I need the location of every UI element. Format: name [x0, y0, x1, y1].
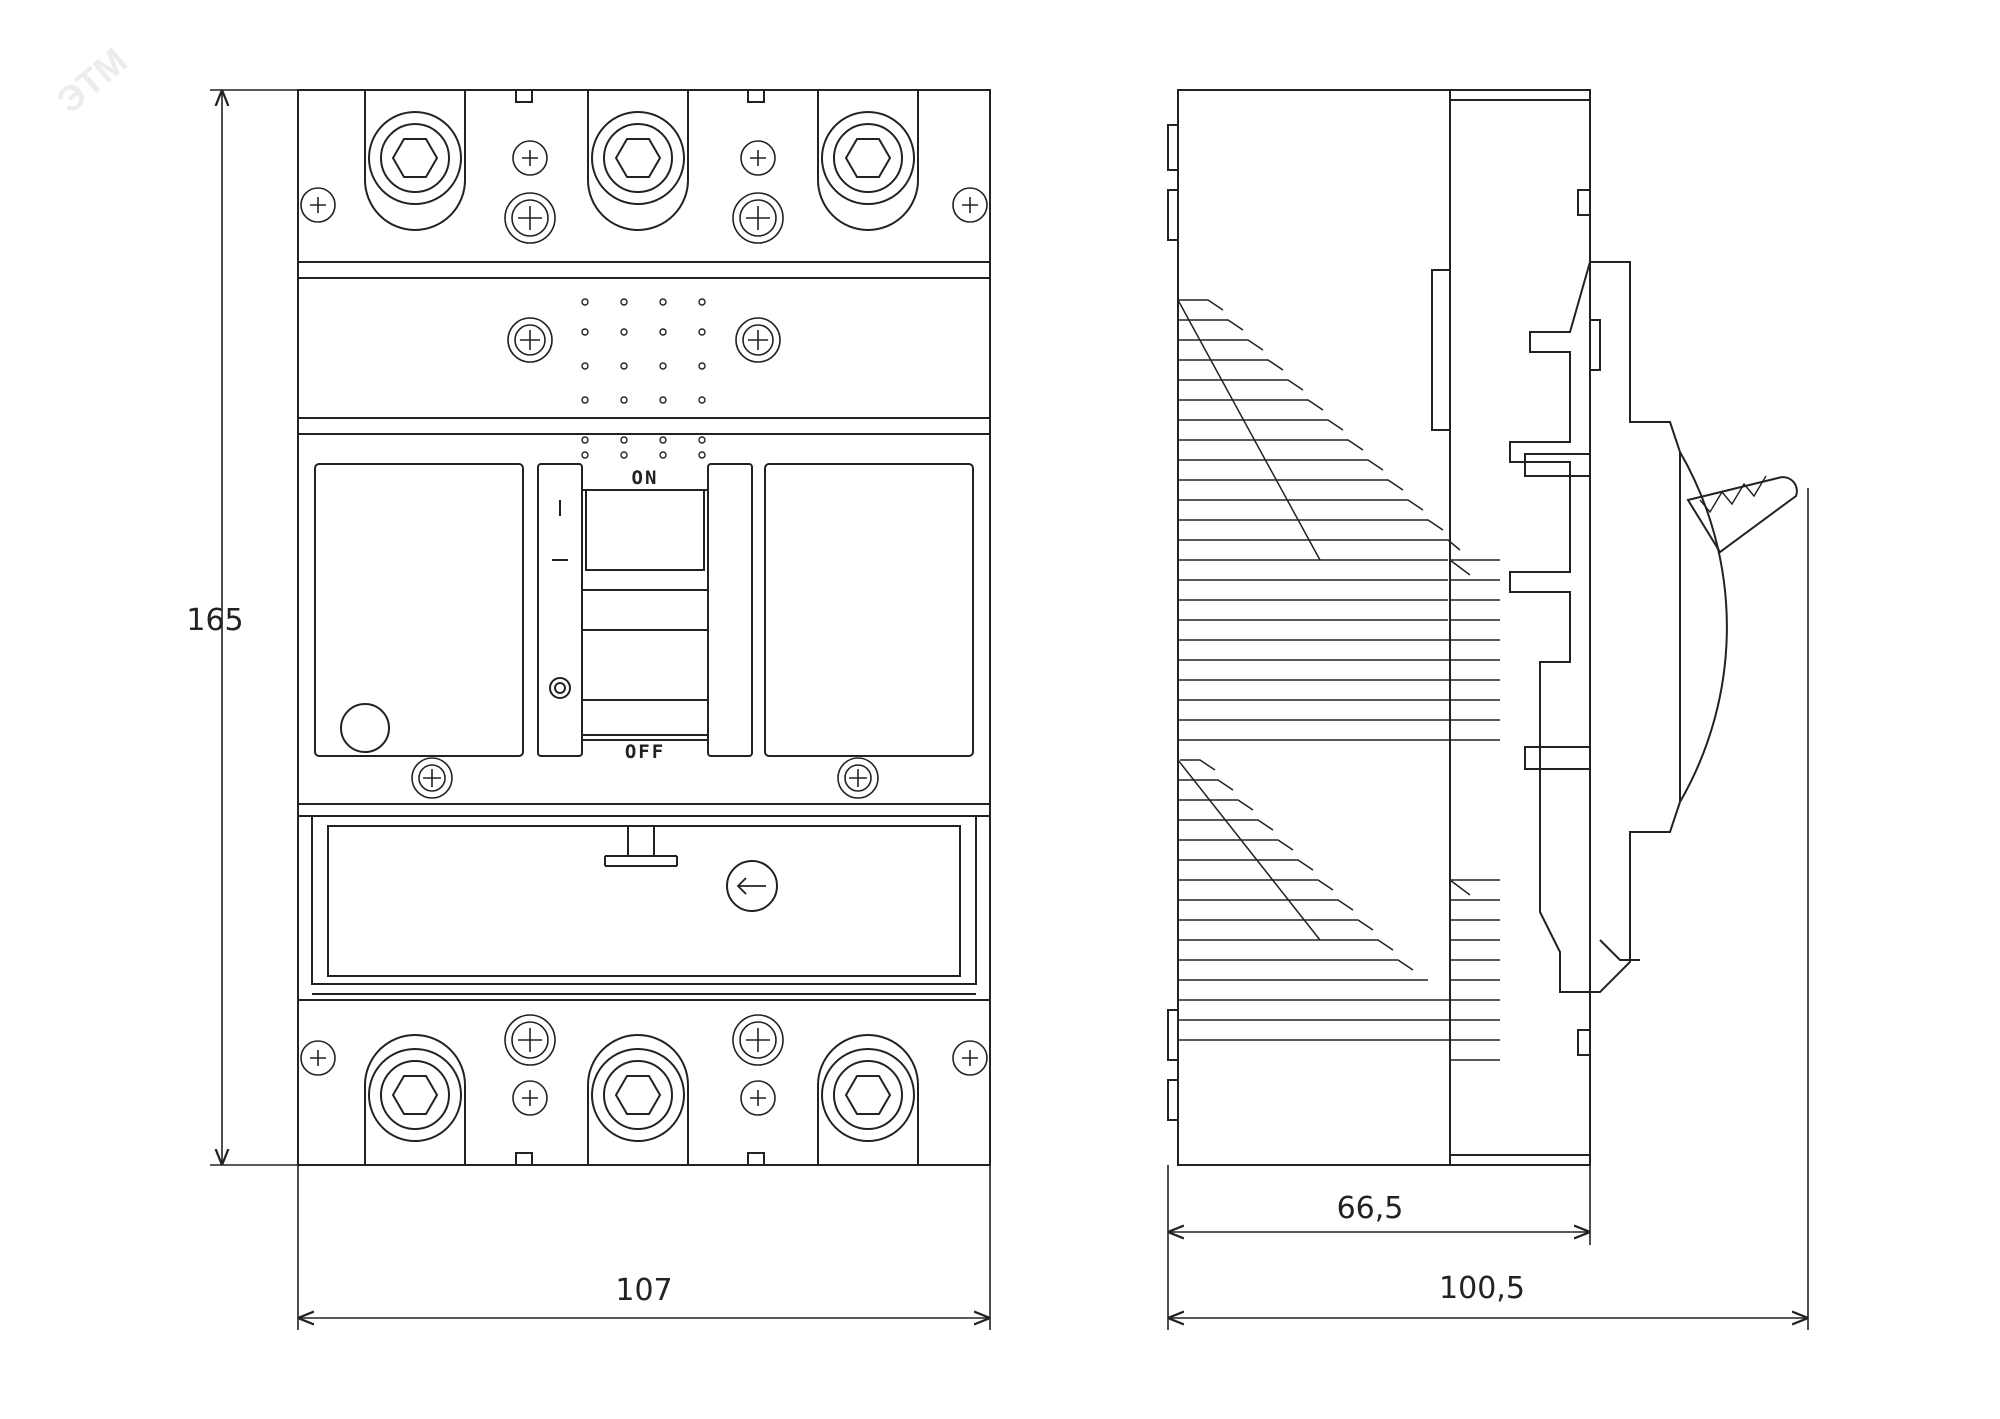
terminal-6 — [817, 1034, 919, 1165]
dimension-lines — [210, 89, 1809, 1330]
operating-handle — [585, 489, 705, 571]
dim-depth-66-5: 66,5 — [1337, 1191, 1404, 1226]
test-button — [340, 703, 390, 753]
watermark: ЭТМ — [49, 40, 135, 121]
side-handle-arc — [1679, 451, 1728, 803]
front-view — [297, 89, 991, 1166]
handle-slot — [581, 489, 709, 741]
vent-slats — [1177, 299, 1500, 1061]
side-handle-lever — [1686, 476, 1798, 554]
left-window — [314, 463, 524, 757]
bottom-screws — [300, 1014, 988, 1116]
off-label: OFF — [625, 741, 665, 763]
direction-arrow-circle — [726, 860, 778, 912]
bottom-terminals — [364, 1034, 919, 1165]
terminal-4 — [364, 1034, 466, 1165]
side-view — [1167, 89, 1798, 1166]
top-terminals — [364, 90, 919, 231]
on-label: ON — [632, 467, 659, 489]
terminal-3 — [817, 90, 919, 231]
front-body-outline — [297, 89, 991, 1166]
side-mechanism — [1509, 261, 1681, 993]
cover-band — [297, 261, 991, 279]
dim-width-107: 107 — [615, 1273, 672, 1308]
dim-depth-100-5: 100,5 — [1439, 1271, 1525, 1306]
terminal-1 — [364, 90, 466, 231]
terminal-5 — [587, 1034, 689, 1165]
handle-frame-right — [707, 463, 753, 757]
side-body — [1177, 89, 1451, 1166]
upper-cover — [297, 277, 991, 419]
side-cover — [1449, 89, 1591, 1166]
right-window — [764, 463, 974, 757]
top-screws — [300, 140, 988, 244]
dim-height-165: 165 — [186, 603, 243, 638]
vent-dots — [581, 298, 706, 459]
terminal-2 — [587, 90, 689, 231]
setting-slider — [627, 825, 655, 857]
trip-unit-cover — [311, 815, 977, 985]
lower-cover — [297, 803, 991, 817]
bottom-terminal-block — [297, 999, 991, 1166]
